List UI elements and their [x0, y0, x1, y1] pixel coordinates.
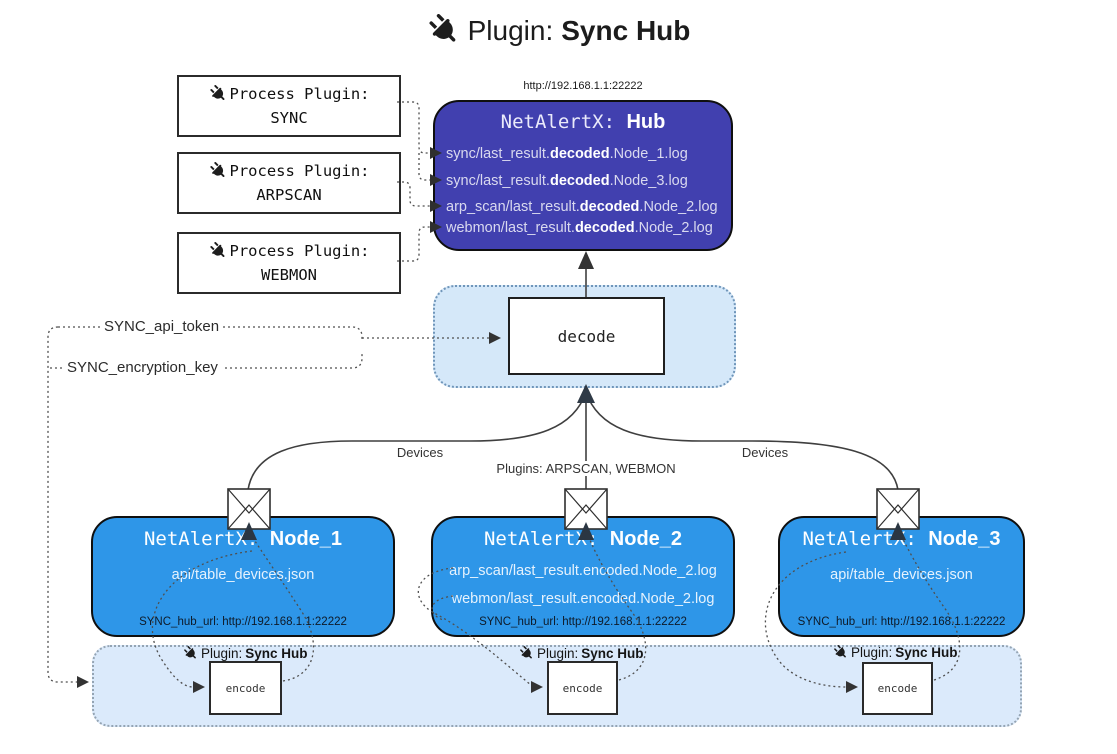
hub-log-line: sync/last_result.decoded.Node_3.log	[446, 173, 688, 189]
hub-url-label: http://192.168.1.1:22222	[523, 80, 643, 92]
node-hub-url: SYNC_hub_url: http://192.168.1.1:22222	[797, 616, 1006, 628]
node-hub-url: SYNC_hub_url: http://192.168.1.1:22222	[139, 616, 347, 628]
hub-title-prefix: NetAlertX:	[500, 111, 627, 133]
process-plugin-box-webmon: Process Plugin: WEBMON	[177, 232, 401, 294]
decode-box: decode	[508, 297, 665, 375]
hub-box: NetAlertX: Hub sync/last_result.decoded.…	[433, 100, 733, 251]
plug-icon	[427, 14, 460, 47]
devices-edge-label-right: Devices	[738, 445, 792, 460]
process-plugin-name: ARPSCAN	[256, 186, 322, 204]
plug-icon	[519, 646, 534, 661]
encode-box-1: encode	[209, 661, 282, 715]
node-file-line: api/table_devices.json	[830, 567, 973, 583]
process-plugin-label: Process Plugin:	[229, 241, 370, 260]
node-title: NetAlertX: Node_1	[143, 528, 343, 550]
node-box-2: NetAlertX: Node_2 arp_scan/last_result.e…	[431, 516, 735, 637]
process-plugin-box-sync: Process Plugin: SYNC	[177, 75, 401, 137]
plug-icon	[833, 645, 848, 660]
encode-box-3: encode	[862, 662, 933, 715]
strip-plugin-label-2: Plugin: Sync Hub	[519, 646, 644, 661]
hub-title-bold: Hub	[626, 111, 666, 133]
plugins-edge-label: Plugins: ARPSCAN, WEBMON	[493, 461, 679, 476]
node-hub-url: SYNC_hub_url: http://192.168.1.1:22222	[479, 616, 687, 628]
node-title: NetAlertX: Node_2	[483, 528, 683, 550]
page-title: Plugin: Sync Hub	[0, 14, 1117, 47]
process-plugin-label: Process Plugin:	[229, 161, 370, 180]
sync-api-token-label: SYNC_api_token	[100, 318, 224, 335]
encode-box-2: encode	[547, 661, 618, 715]
plug-icon	[209, 242, 227, 260]
hub-log-line: webmon/last_result.decoded.Node_2.log	[446, 220, 713, 236]
devices-edge-label-left: Devices	[393, 445, 447, 460]
plug-icon	[209, 85, 227, 103]
hub-log-line: arp_scan/last_result.decoded.Node_2.log	[446, 199, 718, 215]
process-plugin-name: SYNC	[270, 109, 308, 127]
strip-plugin-label-3: Plugin: Sync Hub	[833, 645, 958, 660]
hub-log-line: sync/last_result.decoded.Node_1.log	[446, 146, 688, 162]
plug-icon	[209, 162, 227, 180]
process-plugin-name: WEBMON	[261, 266, 317, 284]
arrowhead-into-hub	[578, 251, 594, 269]
node-file-line: arp_scan/last_result.encoded.Node_2.log …	[449, 563, 717, 607]
process-plugin-label: Process Plugin:	[229, 84, 370, 103]
hub-title: NetAlertX: Hub	[435, 111, 731, 134]
node-box-3: NetAlertX: Node_3 api/table_devices.json…	[778, 516, 1025, 637]
node-file-line: api/table_devices.json	[171, 567, 315, 583]
page-title-bold: Sync Hub	[561, 14, 691, 46]
node-box-1: NetAlertX: Node_1 api/table_devices.json…	[91, 516, 395, 637]
process-plugin-box-arpscan: Process Plugin: ARPSCAN	[177, 152, 401, 214]
node-title: NetAlertX: Node_3	[802, 528, 1001, 550]
plug-icon	[183, 646, 198, 661]
sync-encryption-key-label: SYNC_encryption_key	[63, 359, 222, 376]
strip-plugin-label-1: Plugin: Sync Hub	[183, 646, 308, 661]
page-title-prefix: Plugin:	[467, 14, 554, 46]
